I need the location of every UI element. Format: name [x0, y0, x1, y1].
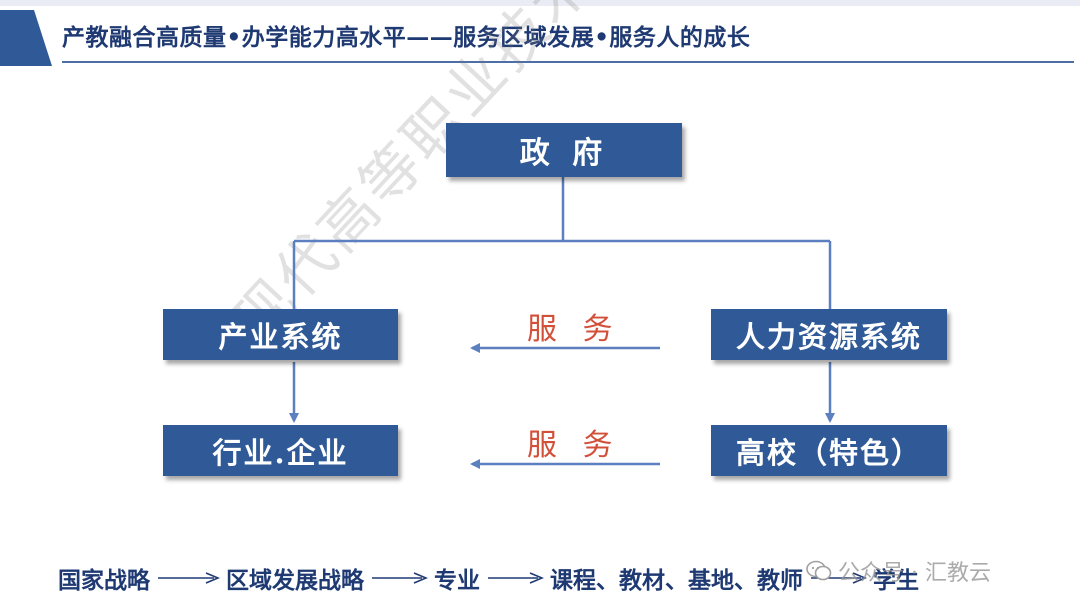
header-tab-shape [0, 10, 52, 66]
serve-label-top: 服 务 [527, 312, 621, 347]
strategy-chain: 国家战略 区域发展战略 专业 课程、教材、基地、教师 学生 [58, 560, 1068, 596]
header-rule [62, 61, 1074, 63]
node-industry-system: 产业系统 [163, 309, 398, 360]
chain-arrow-icon [158, 572, 220, 584]
node-enterprise: 行业.企业 [163, 425, 398, 476]
brand-watermark: 公众号 · 汇教云 [806, 555, 991, 587]
chain-step: 课程、教材、基地、教师 [550, 567, 803, 594]
brand-text: 公众号 · 汇教云 [838, 561, 991, 586]
chain-arrow-icon [372, 572, 428, 584]
chain-step: 专业 [434, 567, 480, 594]
chain-arrow-icon [488, 572, 544, 584]
chain-step: 区域发展战略 [226, 567, 364, 594]
node-government: 政 府 [446, 123, 682, 177]
chain-step: 国家战略 [58, 567, 150, 594]
node-college: 高校（特色） [711, 425, 947, 476]
node-hr-system: 人力资源系统 [711, 309, 947, 360]
serve-label-bottom: 服 务 [527, 428, 621, 463]
top-strip [0, 0, 1080, 6]
chain-step: 学生 [873, 567, 919, 594]
wechat-icon [806, 560, 832, 581]
page-title: 产教融合高质量•办学能力高水平——服务区域发展•服务人的成长 [62, 24, 751, 51]
